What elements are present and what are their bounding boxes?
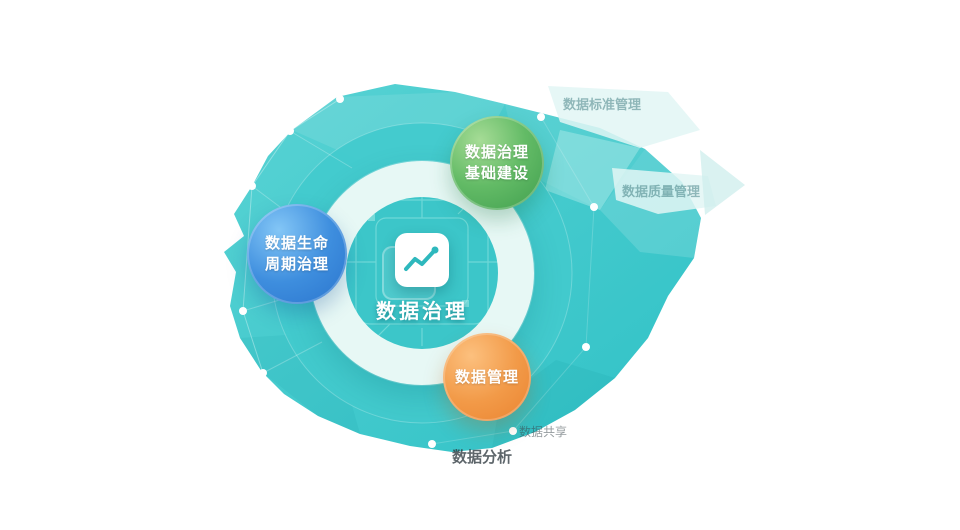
node-label-line: 周期治理 (264, 256, 329, 273)
node-label-line: 数据生命 (264, 235, 329, 252)
node-label-line: 数据治理 (464, 144, 529, 161)
node-label-line: 基础建设 (464, 165, 529, 182)
faded-label-sharing: 数据共享 (519, 425, 568, 439)
node-lifecycle-governance: 数据生命 周期治理 (247, 204, 347, 304)
faded-label-standard: 数据标准管理 (563, 97, 642, 112)
faded-label-quality: 数据质量管理 (622, 184, 701, 199)
node-governance-foundation: 数据治理 基础建设 (450, 116, 544, 210)
center-label: 数据治理 (376, 301, 468, 323)
line-chart-icon (395, 233, 449, 287)
faded-label-analysis: 数据分析 (452, 449, 513, 466)
node-data-management: 数据管理 (443, 333, 531, 421)
node-label-line: 数据管理 (454, 368, 519, 386)
